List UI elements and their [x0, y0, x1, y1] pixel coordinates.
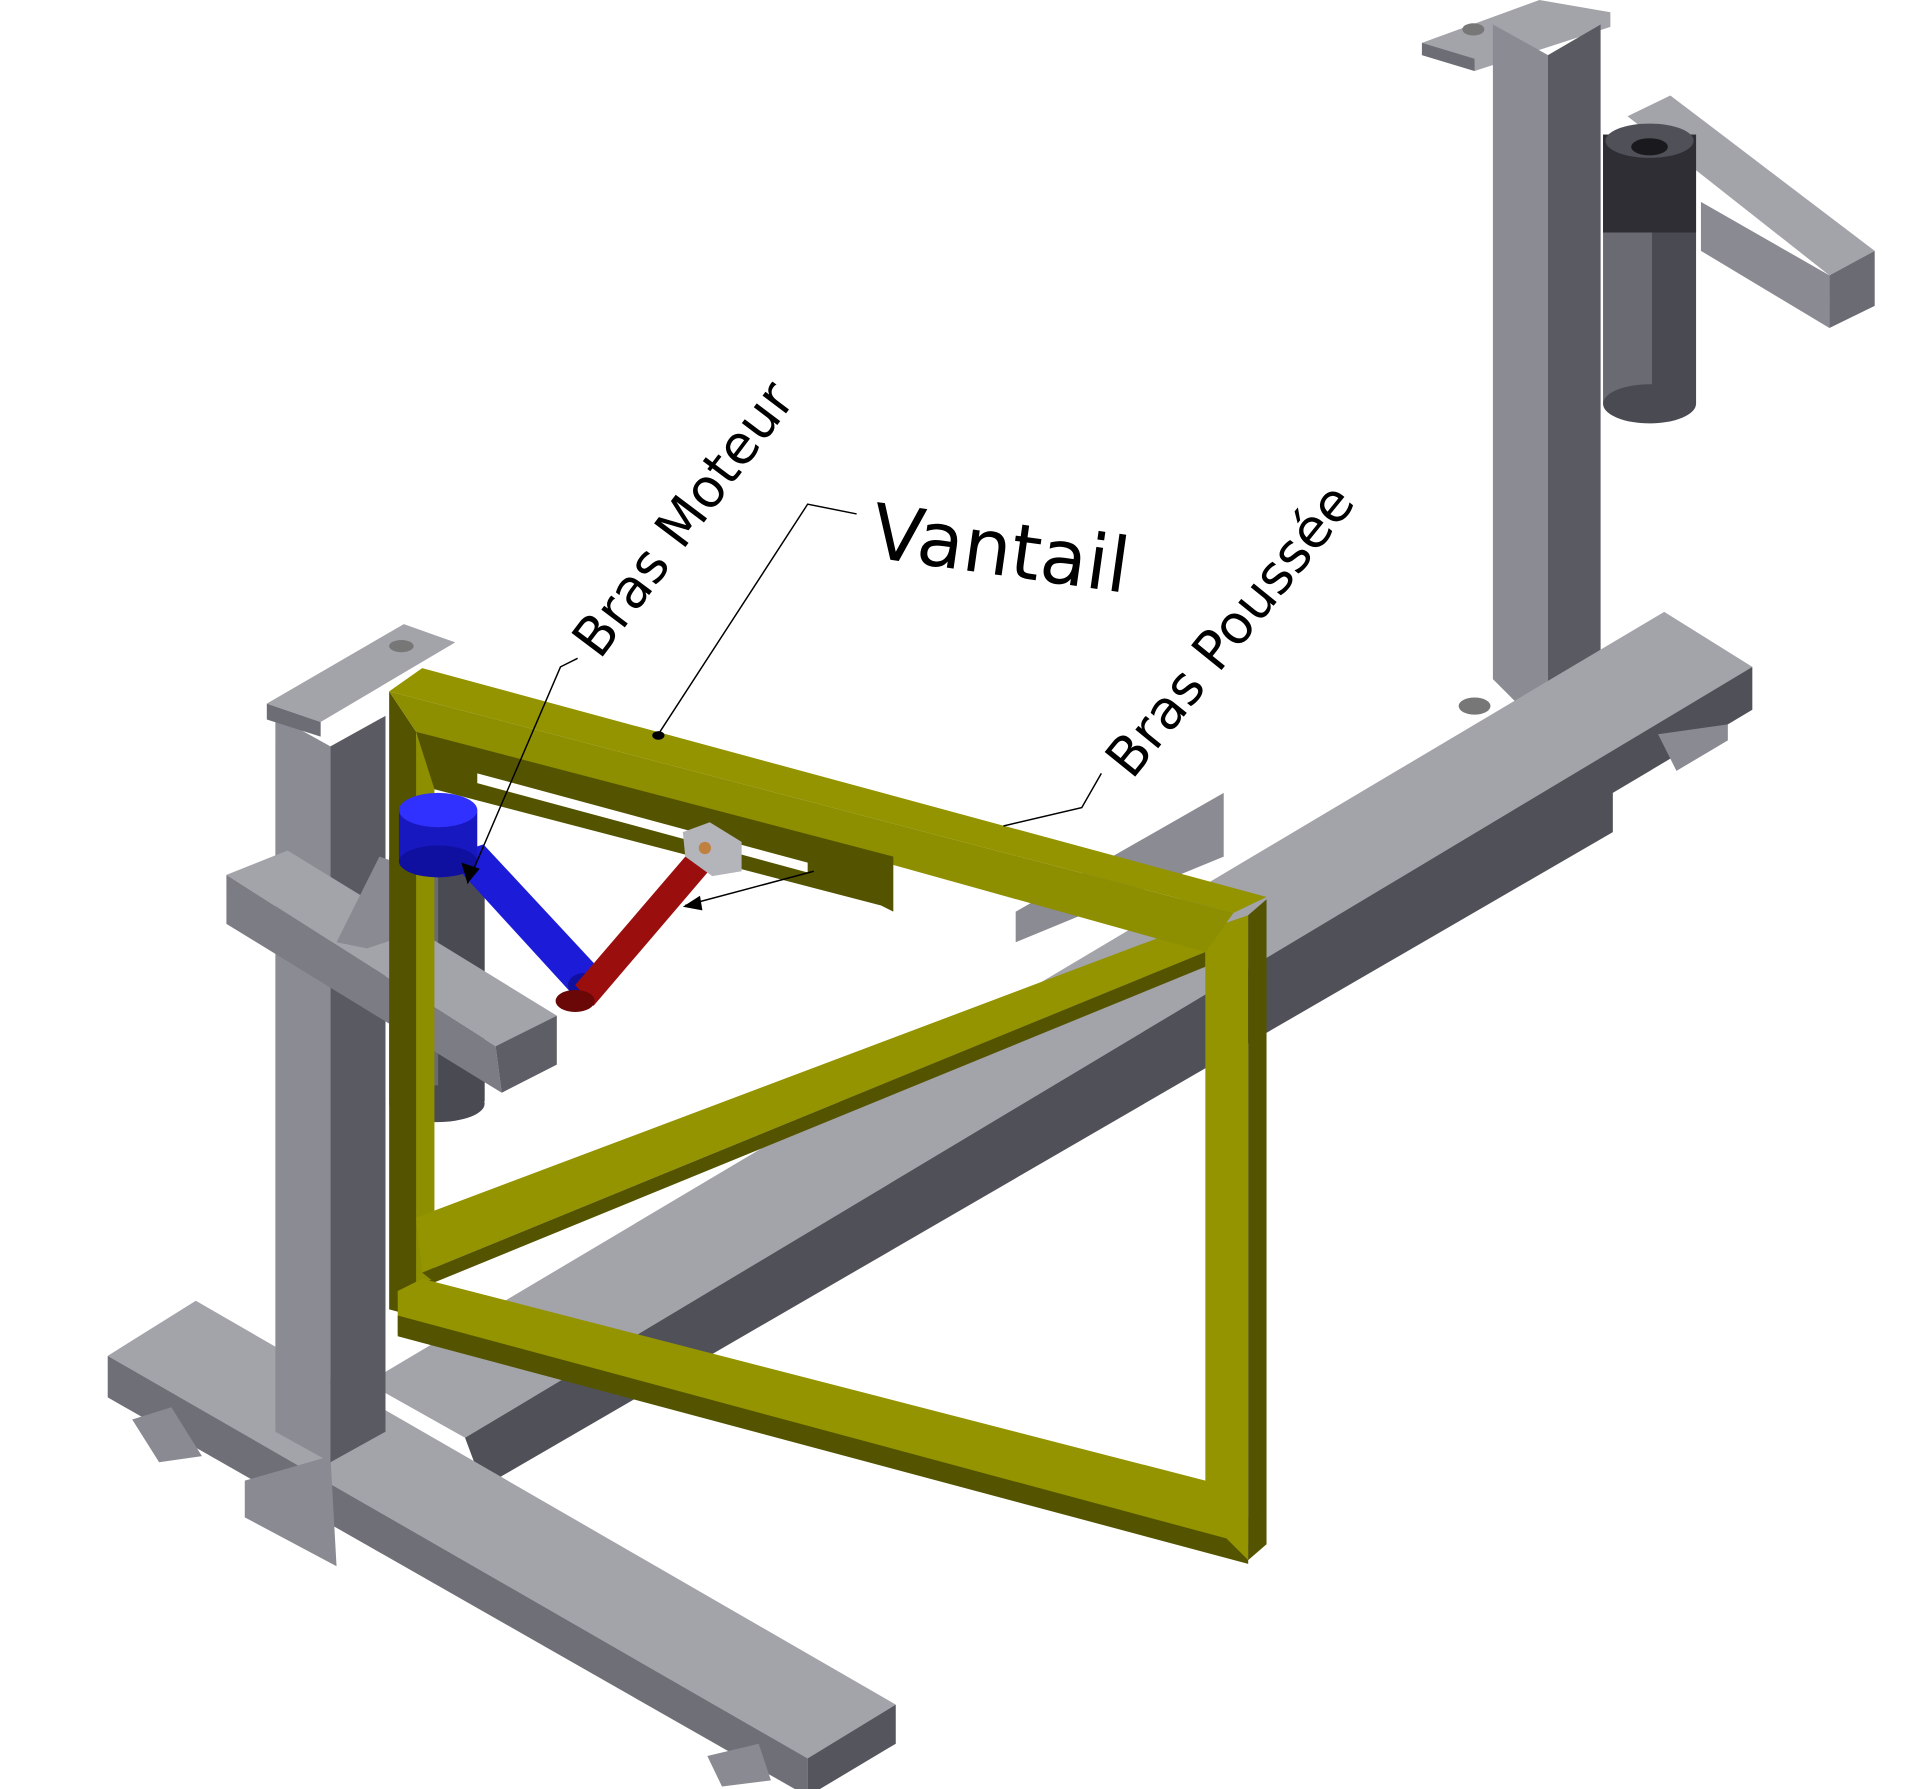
- vantail-frame: [389, 668, 1267, 1564]
- right-motor: [1603, 123, 1697, 424]
- label-bras-moteur: Bras Moteur: [560, 369, 808, 669]
- label-bras-poussee: Bras Poussée: [1093, 472, 1367, 789]
- push-arm-bracket: [682, 822, 742, 877]
- right-post: [1421, 0, 1611, 735]
- bras-moteur-part: [398, 792, 603, 998]
- annotation-leaders: [461, 503, 1102, 911]
- bras-poussee-part: [555, 822, 742, 1012]
- label-vantail: Vantail: [866, 487, 1135, 610]
